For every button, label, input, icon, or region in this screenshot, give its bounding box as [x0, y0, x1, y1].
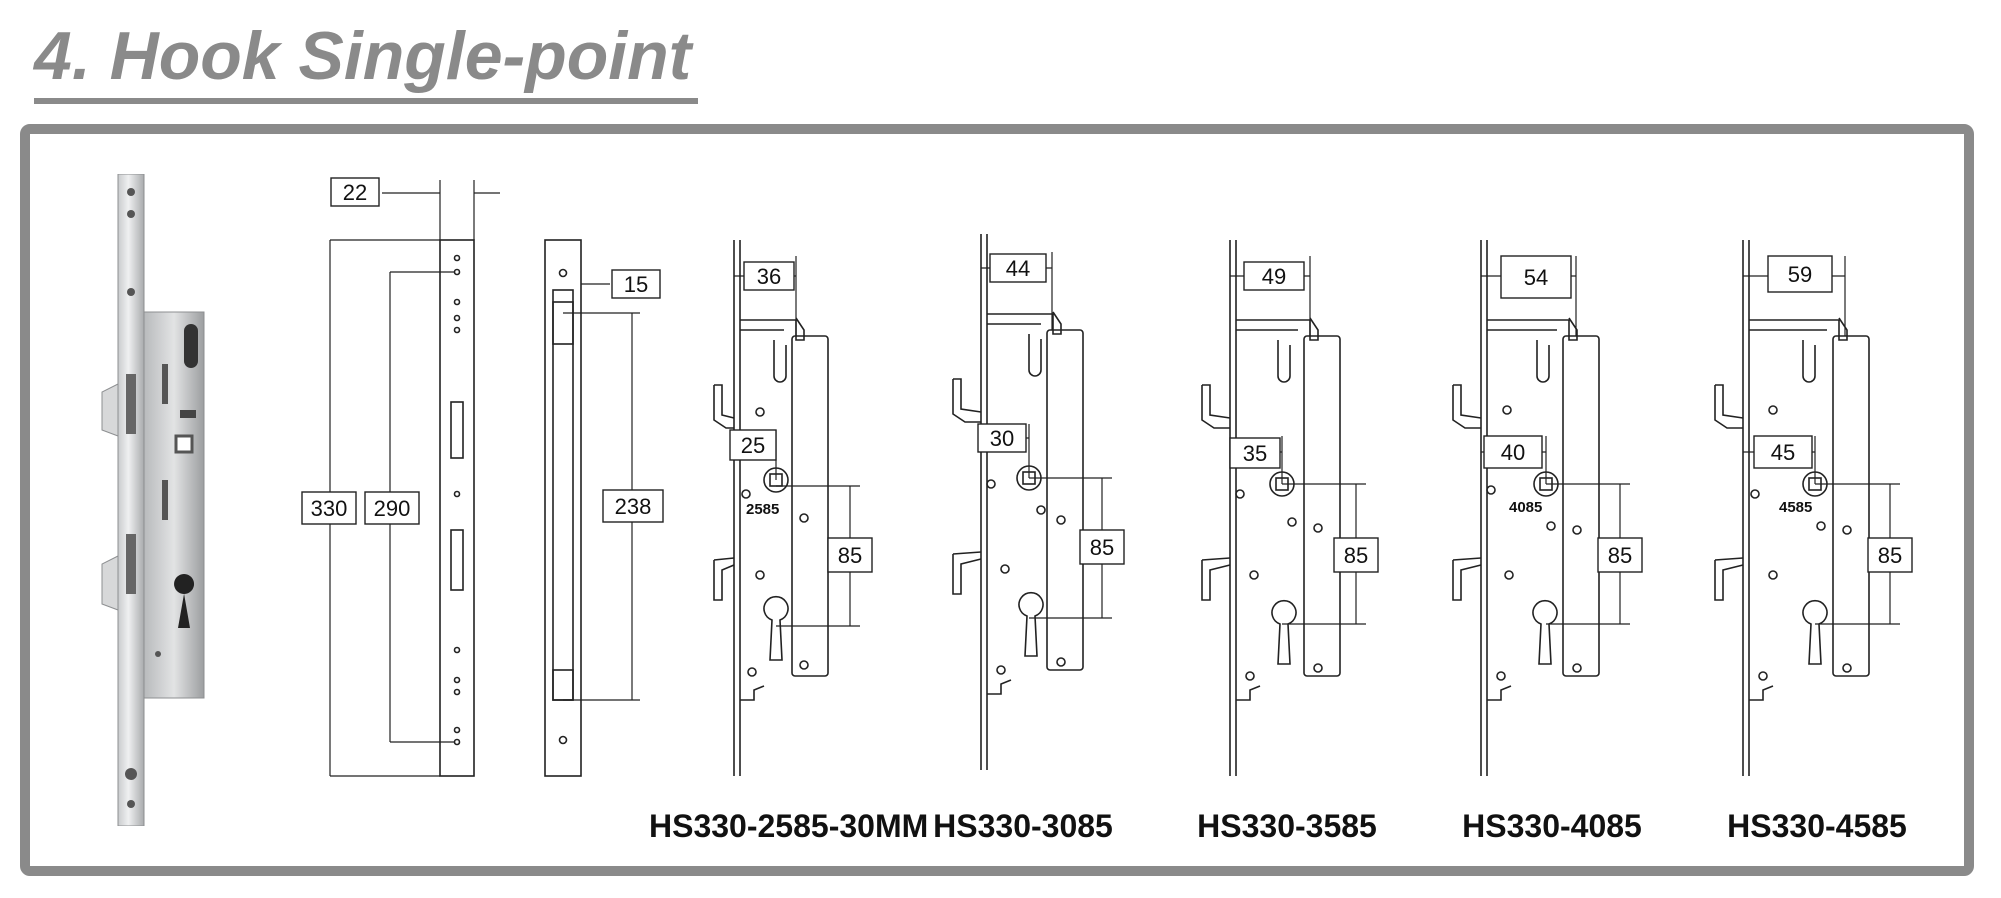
- dim-faceplate-width: 22: [343, 180, 367, 205]
- lock-photo: [101, 174, 205, 826]
- model-name-3: HS330-3585: [1197, 808, 1377, 844]
- lock-case-4: [1452, 240, 1600, 776]
- dim-overall-length: 330: [311, 496, 348, 521]
- page-title: 4. Hook Single-point: [34, 18, 692, 94]
- dim-pitch-3: 85: [1344, 543, 1368, 568]
- case-stamp-1: 2585: [746, 501, 779, 518]
- model-name-4: HS330-4085: [1462, 808, 1642, 844]
- case-stamp-4: 4085: [1509, 499, 1542, 516]
- case-stamps: 2585 4085 4585: [746, 499, 1812, 518]
- dim-center-5: 45: [1771, 440, 1795, 465]
- dim-backset-5: 59: [1788, 262, 1812, 287]
- lock-case-1: [713, 240, 829, 776]
- faceplate-dimension-lines: [329, 180, 640, 777]
- dim-pitch-2: 85: [1090, 535, 1114, 560]
- dim-backset-3: 49: [1262, 264, 1286, 289]
- dim-hole-spacing: 290: [374, 496, 411, 521]
- dim-strike-length: 238: [615, 494, 652, 519]
- dim-pitch-4: 85: [1608, 543, 1632, 568]
- dim-backset-4: 54: [1524, 265, 1548, 290]
- dim-center-2: 30: [990, 426, 1014, 451]
- dimension-labels: 22 330 290 15 238 36 44 49 54 59 25 30 3…: [311, 180, 1903, 568]
- case-stamp-5: 4585: [1779, 499, 1812, 516]
- dim-center-4: 40: [1501, 440, 1525, 465]
- title-underline: [34, 98, 698, 104]
- dim-backset-1: 36: [757, 264, 781, 289]
- dim-strike-offset: 15: [624, 272, 648, 297]
- dim-pitch-5: 85: [1878, 543, 1902, 568]
- dim-backset-2: 44: [1006, 256, 1030, 281]
- model-name-2: HS330-3085: [933, 808, 1113, 844]
- dim-pitch-1: 85: [838, 543, 862, 568]
- faceplate-drawing: [439, 239, 582, 777]
- model-name-5: HS330-4585: [1727, 808, 1907, 844]
- lock-case-3: [1201, 240, 1341, 776]
- dimension-label-boxes: [301, 177, 1913, 573]
- dim-center-1: 25: [741, 433, 765, 458]
- dim-center-3: 35: [1243, 441, 1267, 466]
- lock-case-drawings: [713, 234, 1870, 776]
- lock-case-2: [952, 234, 1084, 770]
- model-name-1: HS330-2585-30MM: [649, 808, 929, 844]
- lock-case-5: [1714, 240, 1870, 776]
